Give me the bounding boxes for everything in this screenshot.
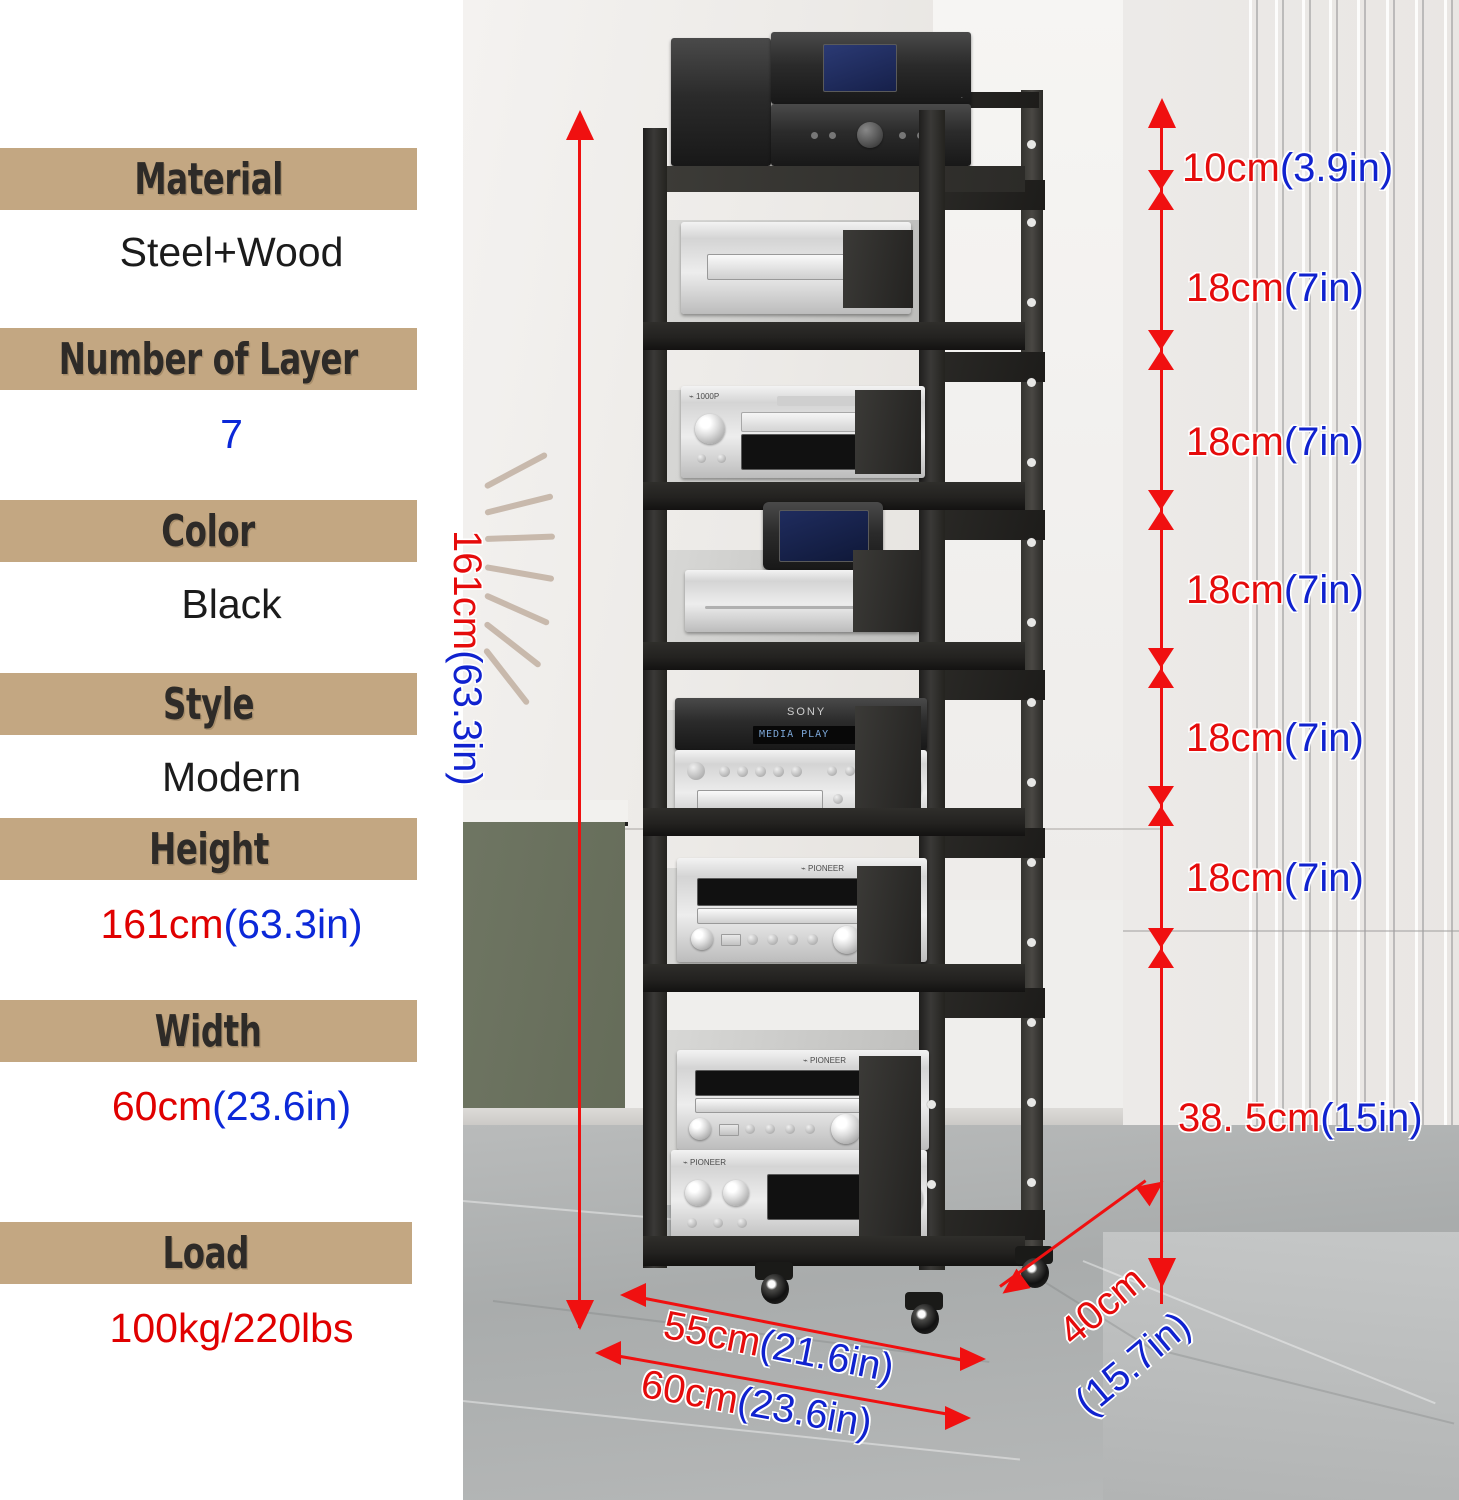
device-black-side bbox=[671, 38, 771, 166]
rack-side-rail bbox=[933, 988, 1045, 1018]
screw-hole bbox=[927, 1100, 936, 1109]
spec-row-style: Style Modern bbox=[0, 673, 463, 798]
spec-value-height: 161cm(63.3in) bbox=[0, 904, 463, 945]
spec-row-material: Material Steel+Wood bbox=[0, 148, 463, 273]
screw-hole bbox=[927, 1180, 936, 1189]
spec-value-height-cm: 161cm bbox=[100, 901, 224, 947]
screw-hole bbox=[1027, 378, 1036, 387]
spec-label-style: Style bbox=[0, 673, 417, 735]
right-wall-seam bbox=[1123, 930, 1459, 932]
caster-wheel-front-left bbox=[753, 1262, 795, 1308]
device-side-block bbox=[853, 550, 921, 632]
product-photo: . ⌁ 1000P bbox=[463, 0, 1459, 1500]
spec-row-load: Load 100kg/220lbs bbox=[0, 1222, 463, 1349]
right-wall bbox=[1123, 0, 1459, 1240]
screw-hole bbox=[1027, 218, 1036, 227]
spec-value-material: Steel+Wood bbox=[119, 229, 344, 275]
spec-label-text: Color bbox=[161, 505, 256, 557]
side-cabinet bbox=[463, 822, 625, 1132]
rack-shelf-2 bbox=[643, 322, 1025, 350]
spec-value-width-cm: 60cm bbox=[111, 1083, 213, 1129]
spec-label-text: Load bbox=[162, 1227, 250, 1279]
spec-label-text: Height bbox=[148, 823, 269, 875]
screw-hole bbox=[1027, 778, 1036, 787]
rack-side-rail bbox=[933, 510, 1045, 540]
spec-label-load: Load bbox=[0, 1222, 412, 1284]
spec-row-height: Height 161cm(63.3in) bbox=[0, 818, 463, 945]
spec-label-text: Width bbox=[155, 1005, 262, 1057]
spec-value-width-in: (23.6in) bbox=[212, 1083, 352, 1129]
spec-label-text: Number of Layer bbox=[59, 333, 358, 385]
screw-hole bbox=[1027, 458, 1036, 467]
spec-label-text: Style bbox=[162, 678, 255, 730]
device-av-receiver-top: . bbox=[771, 32, 971, 104]
device-side-block bbox=[857, 866, 921, 964]
rack-shelf-1 bbox=[643, 166, 1025, 192]
device-side-block bbox=[855, 706, 921, 816]
spec-label-text: Material bbox=[134, 153, 283, 205]
screw-hole bbox=[1027, 298, 1036, 307]
device-side-block bbox=[859, 1056, 921, 1236]
rack-side-rail bbox=[933, 670, 1045, 700]
device-display bbox=[823, 44, 897, 92]
screw-hole bbox=[1027, 538, 1036, 547]
spec-value-style: Modern bbox=[161, 754, 301, 800]
spec-value-number-of-layer: 7 bbox=[220, 411, 243, 457]
spec-value-width: 60cm(23.6in) bbox=[0, 1086, 463, 1127]
spec-row-color: Color Black bbox=[0, 500, 463, 625]
screw-hole bbox=[1027, 698, 1036, 707]
screw-hole bbox=[1027, 618, 1036, 627]
rack-shelf-6 bbox=[643, 964, 1025, 992]
spec-label-number-of-layer: Number of Layer bbox=[0, 328, 417, 390]
screw-hole bbox=[1027, 938, 1036, 947]
spec-label-material: Material bbox=[0, 148, 417, 210]
screw-hole bbox=[1027, 1178, 1036, 1187]
rack-shelf-5 bbox=[643, 808, 1025, 836]
screw-hole bbox=[1027, 140, 1036, 149]
screw-hole bbox=[1027, 1018, 1036, 1027]
device-side-block bbox=[855, 390, 921, 474]
rack-post-front-left bbox=[643, 128, 667, 1268]
spec-row-number-of-layer: Number of Layer 7 bbox=[0, 328, 463, 455]
rack-shelf-7 bbox=[643, 1236, 1025, 1266]
spec-label-width: Width bbox=[0, 1000, 417, 1062]
device-side-block bbox=[843, 230, 913, 308]
spec-label-color: Color bbox=[0, 500, 417, 562]
spec-label-height: Height bbox=[0, 818, 417, 880]
screw-hole bbox=[1027, 1098, 1036, 1107]
spec-value-height-in: (63.3in) bbox=[223, 901, 363, 947]
screw-hole bbox=[1027, 858, 1036, 867]
caster-wheel-front-right bbox=[903, 1292, 945, 1338]
slat-wall-panel bbox=[1245, 0, 1459, 1250]
caster-wheel-back-right bbox=[1013, 1246, 1055, 1292]
specification-panel: Material Steel+Wood Number of Layer 7 Co… bbox=[0, 0, 463, 1500]
spec-value-color: Black bbox=[181, 581, 282, 627]
rack-side-rail bbox=[933, 352, 1045, 382]
spec-row-width: Width 60cm(23.6in) bbox=[0, 1000, 463, 1127]
plant-decor bbox=[463, 451, 556, 800]
rack-shelf-4 bbox=[643, 642, 1025, 670]
spec-value-load: 100kg/220lbs bbox=[109, 1305, 354, 1351]
av-rack: . ⌁ 1000P bbox=[603, 30, 1173, 1350]
